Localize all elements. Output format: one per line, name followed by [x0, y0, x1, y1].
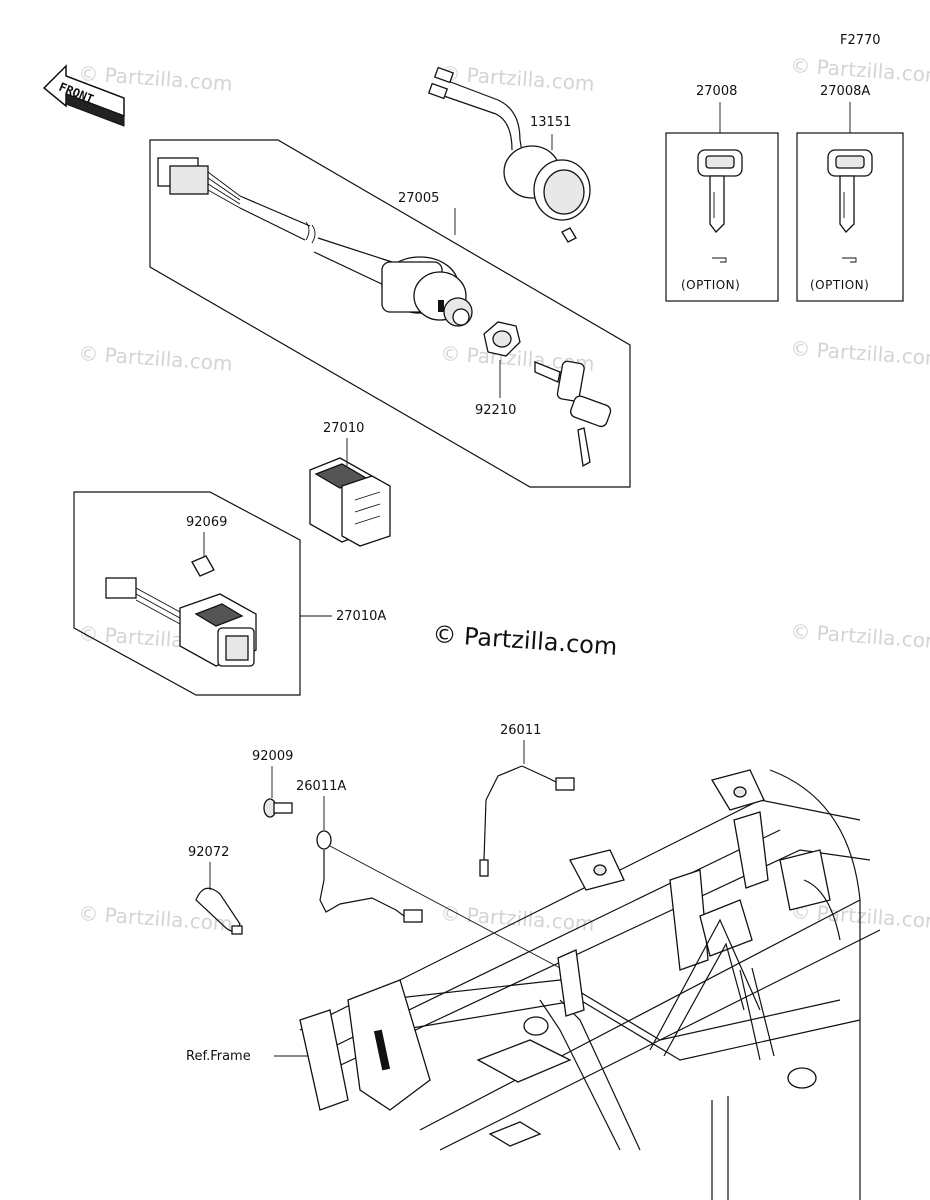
part-label-27008A: 27008A	[820, 84, 870, 99]
key-pair-icon	[534, 360, 612, 468]
part-27008A-key: (OPTION)	[796, 132, 904, 302]
part-label-27010A: 27010A	[336, 609, 386, 624]
part-label-13151: 13151	[530, 115, 571, 130]
watermark: © Partzilla.com	[440, 61, 596, 96]
part-label-26011: 26011	[500, 723, 541, 738]
part-27010-switch	[309, 457, 391, 547]
watermark: © Partzilla.com	[790, 336, 930, 371]
part-13151-switch	[427, 66, 591, 243]
watermark: © Partzilla.com	[790, 53, 930, 88]
part-label-26011A: 26011A	[296, 779, 346, 794]
nut-icon	[483, 321, 521, 357]
part-label-ref-frame: Ref.Frame	[186, 1049, 251, 1064]
clamp-icon	[195, 887, 243, 935]
part-27005-assembly	[149, 139, 631, 488]
figure-code: F2770	[840, 33, 881, 48]
watermark: © Partzilla.com	[790, 619, 930, 654]
part-label-27005: 27005	[398, 191, 439, 206]
part-label-27008: 27008	[696, 84, 737, 99]
frame-drawing	[299, 769, 881, 1200]
front-arrow-icon: FRONT	[42, 64, 125, 127]
part-26011A-lead	[316, 830, 423, 923]
option-label: (OPTION)	[681, 278, 740, 292]
watermark: © Partzilla.com	[78, 901, 234, 936]
part-27008-key: (OPTION)	[665, 132, 779, 302]
bolt-icon	[263, 798, 293, 818]
option-label: (OPTION)	[810, 278, 869, 292]
part-label-92009: 92009	[252, 749, 293, 764]
part-label-27010: 27010	[323, 421, 364, 436]
part-26011-sensor	[479, 765, 575, 877]
watermark: © Partzilla.com	[78, 341, 234, 376]
part-label-92210: 92210	[475, 403, 516, 418]
part-27010A-assembly	[73, 491, 301, 696]
part-label-92069: 92069	[186, 515, 227, 530]
bulb-icon	[191, 555, 215, 577]
part-label-92072: 92072	[188, 845, 229, 860]
watermark-center: © Partzilla.com	[432, 620, 619, 661]
